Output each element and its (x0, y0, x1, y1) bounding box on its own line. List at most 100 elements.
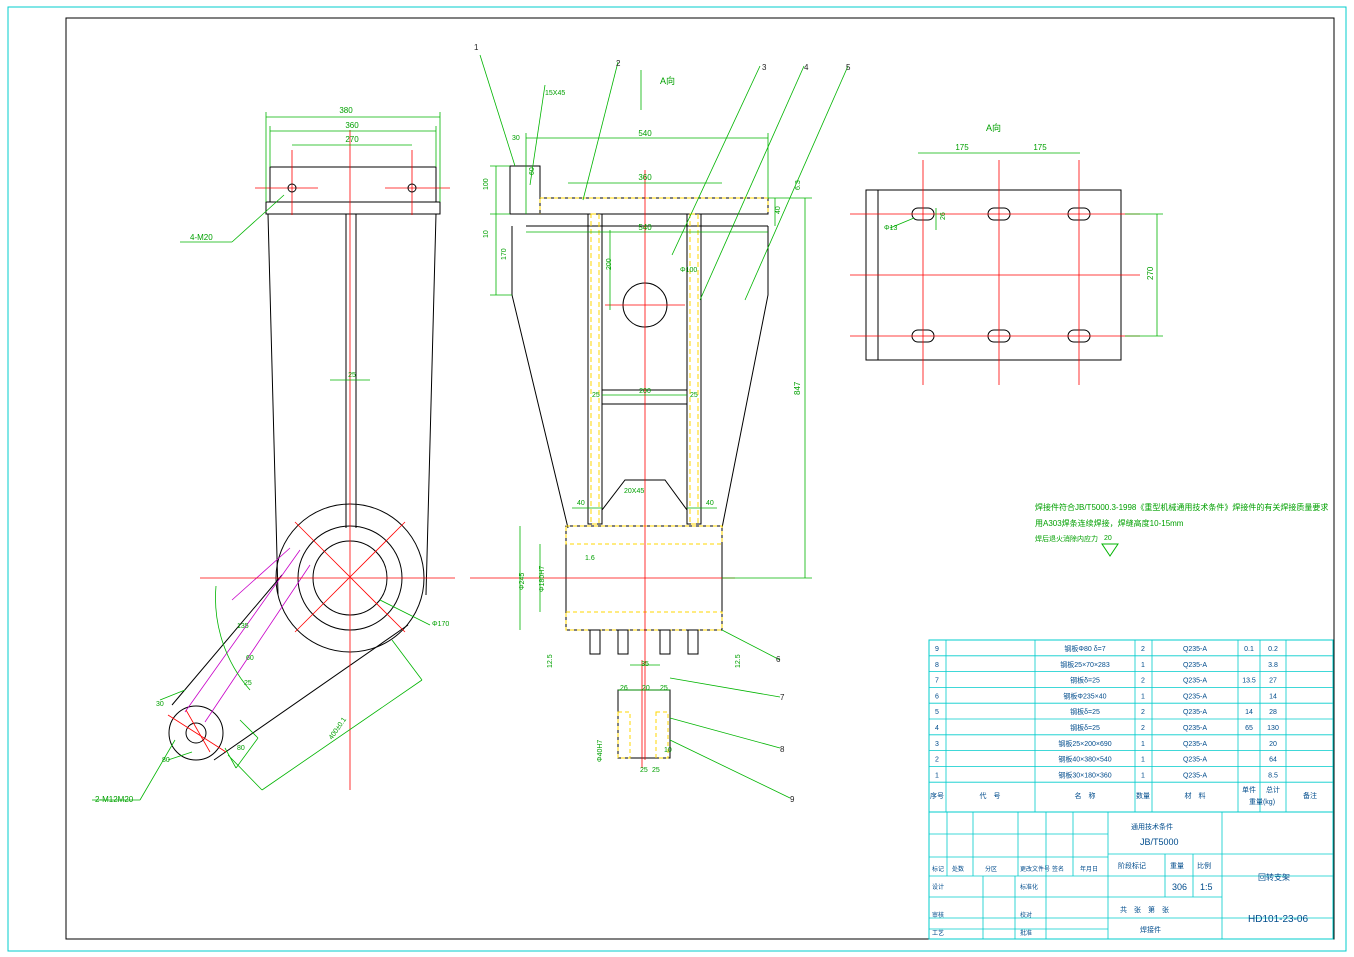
parts-row-qty: 2 (1141, 709, 1145, 716)
notes: 焊接件符合JB/T5000.3-1998《重型机械通用技术条件》焊接件的有关焊接… (1035, 502, 1328, 557)
label-sign: 签名 (1052, 865, 1064, 873)
parts-row-no: 1 (935, 772, 939, 779)
leader-8: 8 (780, 745, 785, 754)
arm-end-inner (185, 722, 207, 744)
chamfer-mid-label: 20X45 (624, 488, 644, 495)
parts-row-total-weight: 8.5 (1268, 772, 1278, 779)
inner-frame (65, 17, 1335, 940)
left-dim-lines (92, 112, 441, 801)
parts-row-no: 3 (935, 741, 939, 748)
parts-header-name: 名 称 (1075, 791, 1096, 800)
parts-row-name: 钢板Φ235×40 (1063, 691, 1106, 700)
drawing-number: HD101-23-06 (1248, 914, 1308, 925)
dim-arm-80: 80 (237, 745, 245, 752)
parts-row-qty: 2 (1141, 725, 1145, 732)
callout-4-m20: 4-M20 (190, 233, 213, 242)
leader-3: 3 (762, 63, 767, 72)
hub-weld-top (565, 525, 723, 545)
dim-25e: 25 (652, 767, 660, 774)
parts-row-material: Q235-A (1183, 757, 1207, 764)
label-count: 处数 (952, 865, 964, 873)
dim-175a: 175 (955, 143, 969, 152)
parts-row-material: Q235-A (1183, 662, 1207, 669)
parts-row-total-weight: 14 (1269, 693, 1277, 700)
dim-arm-80b: 80 (162, 757, 170, 764)
parts-header-no: 序号 (930, 791, 944, 800)
stage-label: 阶段标记 (1118, 861, 1146, 870)
side-taper (511, 226, 769, 529)
parts-row-no: 9 (935, 646, 939, 653)
leader-2: 2 (616, 59, 621, 68)
label-date: 年月日 (1080, 865, 1098, 873)
label-verify: 校对 (1020, 911, 1032, 919)
dim-bore-inner: Φ180H7 (539, 566, 546, 592)
parts-row-total-weight: 0.2 (1268, 646, 1278, 653)
flange-lip (265, 201, 441, 215)
chamfer-top: 15X45 (545, 90, 565, 97)
dim-hub-dia: Φ170 (432, 621, 449, 628)
label-mark: 标记 (932, 865, 944, 873)
middle-dim-lines (479, 54, 849, 799)
bracket-inner-l (617, 711, 631, 759)
dim-1-6: 1.6 (585, 555, 595, 562)
label-checker: 审核 (932, 911, 944, 919)
dim-slot-len: 26 (940, 212, 947, 220)
arm-outline (171, 574, 409, 761)
parts-row-material: Q235-A (1183, 772, 1207, 779)
parts-header-remark: 备注 (1303, 791, 1317, 800)
parts-row-total-weight: 27 (1269, 678, 1277, 685)
parts-row-material: Q235-A (1183, 646, 1207, 653)
parts-row-qty: 1 (1141, 693, 1145, 700)
part-type: 焊接件 (1140, 925, 1161, 934)
parts-header-qty: 数量 (1136, 791, 1150, 800)
parts-row-qty: 1 (1141, 741, 1145, 748)
dim-12-5-left: 12.5 (547, 654, 554, 668)
parts-row-no: 8 (935, 662, 939, 669)
right-view: A向 175 175 Φ13 26 270 (850, 122, 1163, 385)
sheet-count: 共 张 第 张 (1120, 905, 1169, 914)
lug-left-b (617, 629, 629, 655)
parts-row-total-weight: 130 (1267, 725, 1279, 732)
top-main-plate (539, 197, 769, 215)
dim-60: 60 (529, 167, 536, 175)
std-code: JB/T5000 (1140, 837, 1179, 847)
dim-25d: 25 (640, 767, 648, 774)
leader-9: 9 (790, 795, 795, 804)
dim-25a: 25 (592, 392, 600, 399)
scale-value: 1:5 (1200, 882, 1213, 892)
parts-row-total-weight: 20 (1269, 741, 1277, 748)
leader-1: 1 (474, 43, 479, 52)
view-a-label: A向 (986, 122, 1001, 133)
label-designer: 设计 (932, 883, 944, 891)
note-line-2: 用A303焊条连续焊接，焊缝高度10-15mm (1035, 518, 1184, 528)
dim-175b: 175 (1033, 143, 1047, 152)
label-change: 更改文件号 (1020, 865, 1050, 873)
drawing-title: 回转支架 (1258, 872, 1290, 882)
dim-35: 35 (641, 661, 649, 668)
parts-row-unit-weight: 0.1 (1244, 646, 1254, 653)
parts-row-material: Q235-A (1183, 678, 1207, 685)
parts-row-name: 钢板Φ80 δ=7 (1064, 644, 1105, 653)
parts-row-name: 钢板δ=25 (1070, 707, 1100, 716)
outer-frame (7, 6, 1347, 952)
parts-row-qty: 2 (1141, 646, 1145, 653)
label-craft: 工艺 (932, 929, 944, 937)
lug-left-a (589, 629, 601, 655)
parts-row-total-weight: 64 (1269, 757, 1277, 764)
body-outline (267, 213, 437, 596)
weight-label: 重量 (1170, 862, 1184, 870)
left-centerlines (167, 130, 455, 790)
dim-25c: 25 (660, 685, 668, 692)
right-dim-lines (889, 152, 1163, 337)
dim-30: 30 (512, 135, 520, 142)
dim-540-top: 540 (638, 129, 652, 138)
arm-hidden (184, 547, 311, 723)
web (345, 214, 357, 528)
note-line-3: 焊后退火消除内应力 (1035, 534, 1098, 543)
parts-row-no: 2 (935, 757, 939, 764)
leader-4: 4 (804, 63, 809, 72)
parts-row-qty: 2 (1141, 678, 1145, 685)
parts-row-no: 7 (935, 678, 939, 685)
